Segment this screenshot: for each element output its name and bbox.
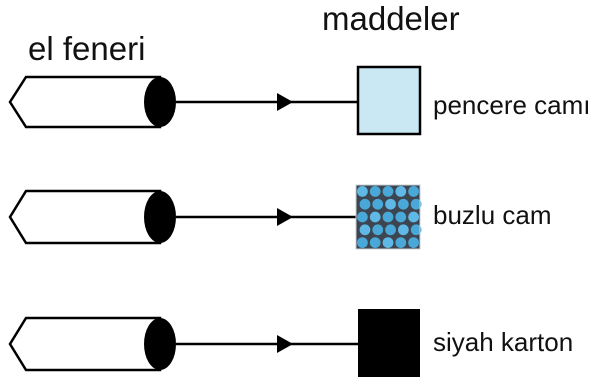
frosted-texture-blob <box>385 198 396 210</box>
frosted-texture-blob <box>408 211 419 223</box>
frosted-texture-blob <box>397 198 409 210</box>
flashlight-body <box>8 189 162 245</box>
black-cardboard-swatch <box>358 309 420 377</box>
frosted-texture-blob <box>395 211 407 223</box>
frosted-texture-blob <box>357 186 368 197</box>
frosted-texture-blob <box>395 186 407 197</box>
material-label-window-glass: pencere camı <box>433 90 591 120</box>
window-glass-swatch <box>356 65 422 136</box>
flashlight-body <box>8 75 162 129</box>
frosted-texture-blob <box>395 237 407 248</box>
frosted-texture-blob <box>382 186 394 197</box>
frosted-texture-blob <box>385 224 396 236</box>
frosted-texture-blob <box>369 211 381 223</box>
beam-arrowhead <box>277 335 293 353</box>
frosted-texture-blob <box>369 237 381 248</box>
frosted-texture-blob <box>357 211 368 223</box>
frosted-texture-blob <box>357 237 368 248</box>
beam-arrowhead <box>277 93 293 111</box>
frosted-texture-blob <box>410 198 422 210</box>
frosted-glass-swatch <box>355 184 422 250</box>
beam-arrowhead <box>277 208 293 226</box>
frosted-texture-border <box>355 184 421 250</box>
materials-heading: maddeler <box>322 0 460 37</box>
frosted-texture-blob <box>410 224 422 236</box>
flashlight-lens <box>144 191 176 243</box>
flashlight-lens <box>144 77 176 127</box>
light-source-heading: el feneri <box>28 30 146 67</box>
flashlight-body <box>8 316 162 372</box>
frosted-texture-blob <box>382 237 394 248</box>
frosted-texture-blob <box>359 224 371 236</box>
frosted-texture-blob <box>369 186 381 197</box>
material-label-black-cardboard: siyah karton <box>433 327 574 357</box>
frosted-texture-blob <box>408 186 419 197</box>
row-black-cardboard <box>8 309 420 377</box>
row-frosted-glass <box>8 184 422 250</box>
frosted-texture-blob <box>397 224 409 236</box>
material-label-frosted-glass: buzlu cam <box>433 200 552 230</box>
frosted-texture-blob <box>382 211 394 223</box>
frosted-texture-blob <box>408 237 419 248</box>
frosted-texture-blob <box>372 198 384 210</box>
frosted-texture-blob <box>372 224 384 236</box>
frosted-texture-blob <box>359 198 371 210</box>
flashlight-lens <box>144 318 176 370</box>
row-window-glass <box>8 65 422 136</box>
